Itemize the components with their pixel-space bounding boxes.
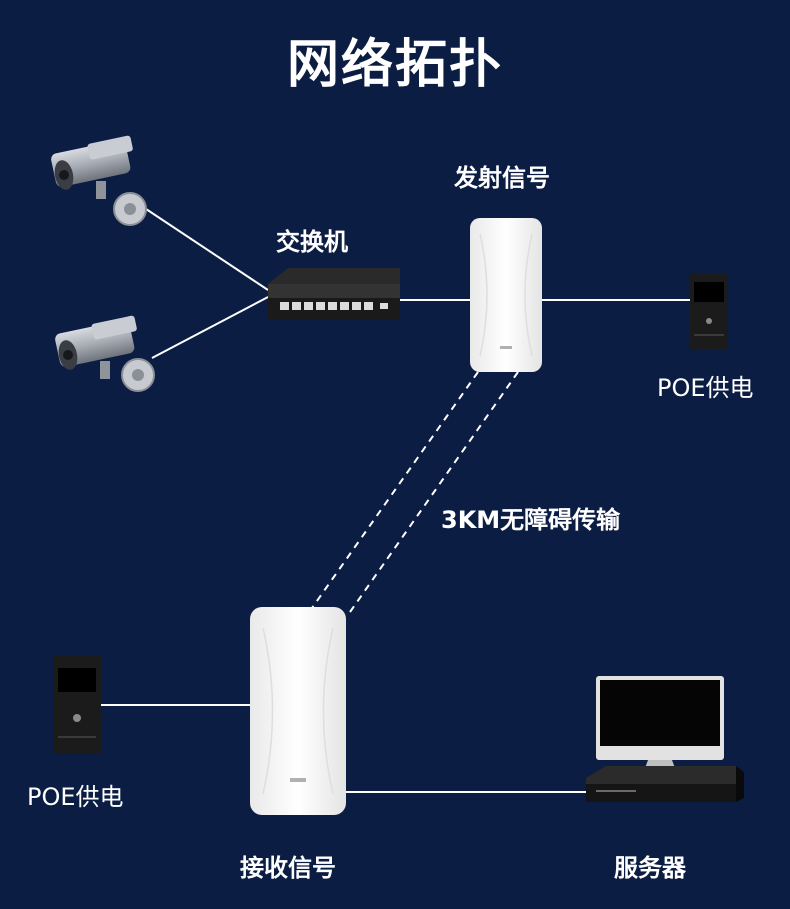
cpe-icon [470,218,542,372]
link-label: 3KM无障碍传输 [441,506,621,534]
server-label: 服务器 [614,854,686,882]
receiver-label: 接收信号 [240,854,336,882]
camera-icon [55,315,155,392]
wireless-link-2 [349,371,519,613]
transmitter-label: 发射信号 [454,164,550,192]
poe-top-label: POE供电 [657,374,754,402]
nvr-icon [586,766,744,802]
wireless-link-1 [311,371,479,609]
poe-injector-icon [690,274,728,350]
switch-label: 交换机 [276,228,348,256]
poe-bottom-label: POE供电 [27,783,124,811]
link-camera1-switch [139,204,269,291]
switch-icon [268,268,400,320]
camera-icon [51,135,147,226]
connection-lines [100,204,690,793]
monitor-icon [596,676,724,776]
page-title: 网络拓扑 [286,35,503,95]
poe-injector-icon [53,656,101,754]
link-camera2-switch [151,296,269,359]
cpe-icon [250,607,346,815]
